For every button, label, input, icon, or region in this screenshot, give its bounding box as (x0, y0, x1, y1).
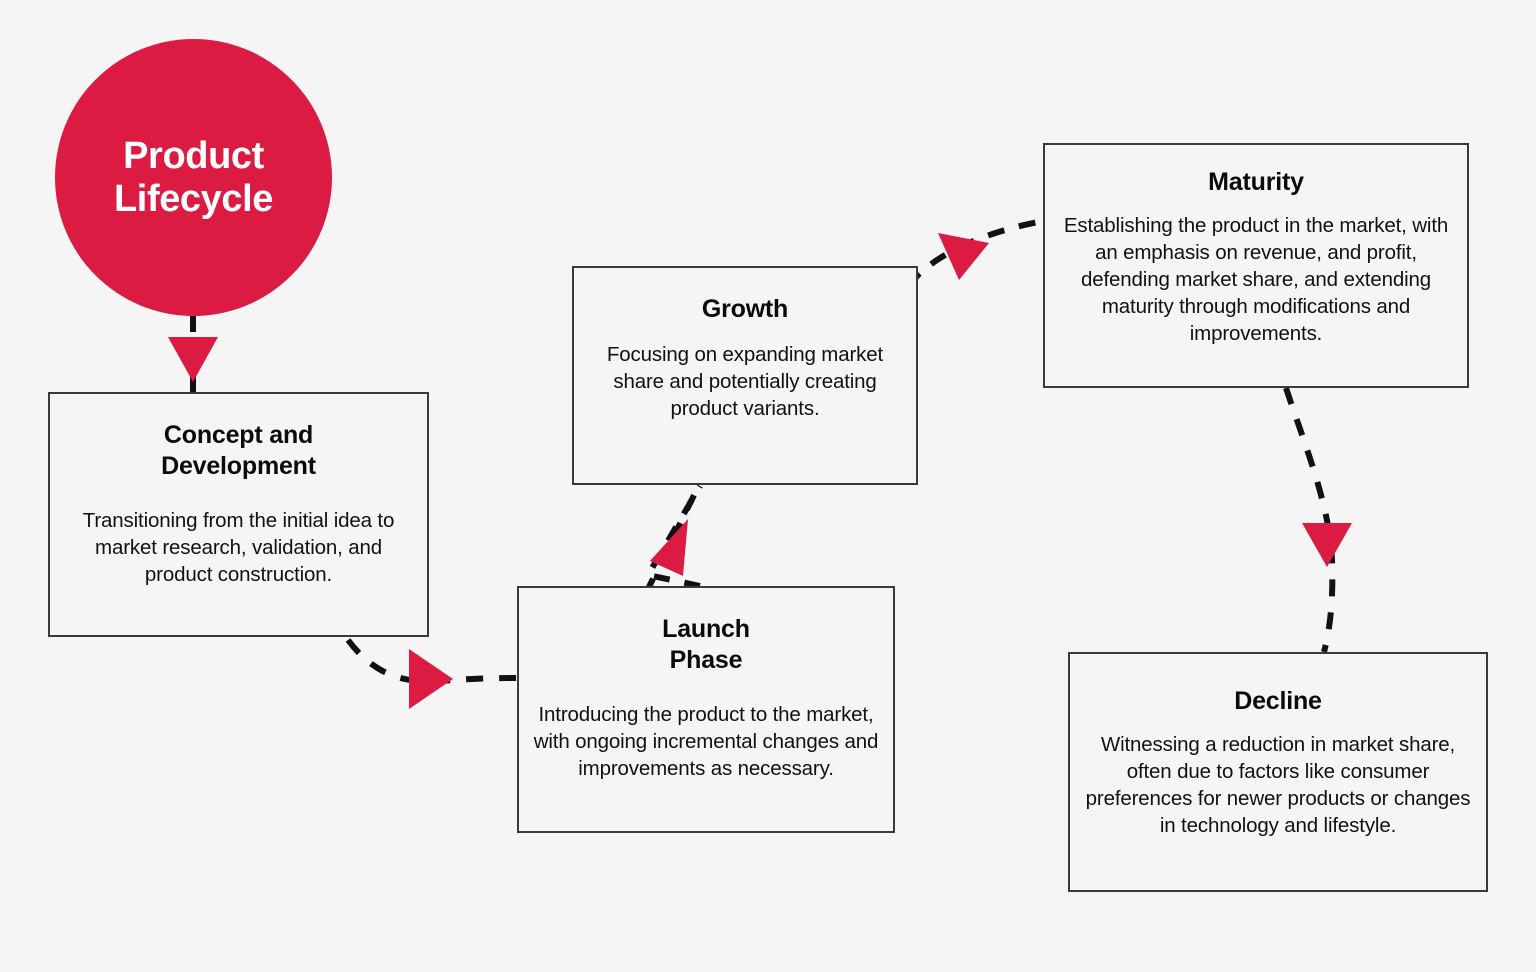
node-title: Concept and Development (161, 421, 316, 481)
node-decline[interactable]: Decline Witnessing a reduction in market… (1068, 652, 1488, 892)
arrowhead-launch-to-growth (650, 519, 688, 576)
hub-label: Product Lifecycle (113, 134, 274, 220)
node-description: Witnessing a reduction in market share, … (1085, 733, 1471, 838)
node-growth[interactable]: Growth Focusing on expanding market shar… (572, 266, 918, 485)
node-launch-phase[interactable]: Launch Phase Introducing the product to … (517, 586, 895, 833)
node-title: Growth (701, 295, 789, 323)
connector-growth-to-maturity-main (905, 218, 1044, 288)
connector-launch-to-growth (643, 484, 703, 589)
node-title: Maturity (1208, 168, 1304, 196)
connector-maturity-to-decline (1283, 387, 1336, 653)
arrowhead-maturity-to-decline (1302, 523, 1352, 567)
node-concept-and-development[interactable]: Concept and Development Transitioning fr… (48, 392, 429, 637)
connector-launch-to-growth-2 (643, 485, 701, 595)
node-description: Establishing the product in the market, … (1063, 214, 1449, 346)
arrowhead-concept-to-launch (409, 649, 453, 709)
node-title: Decline (1234, 687, 1322, 715)
arrowhead-hub-to-concept (168, 337, 218, 382)
connector-concept-to-launch (345, 638, 518, 685)
node-description: Introducing the product to the market, w… (533, 702, 879, 780)
node-description: Focusing on expanding market share and p… (606, 343, 884, 421)
arrowhead-growth-to-maturity (938, 233, 989, 280)
node-description: Transitioning from the initial idea to m… (82, 508, 395, 586)
node-title: Launch Phase (662, 615, 750, 675)
hub-product-lifecycle[interactable]: Product Lifecycle (55, 39, 332, 316)
node-maturity[interactable]: Maturity Establishing the product in the… (1043, 143, 1469, 388)
